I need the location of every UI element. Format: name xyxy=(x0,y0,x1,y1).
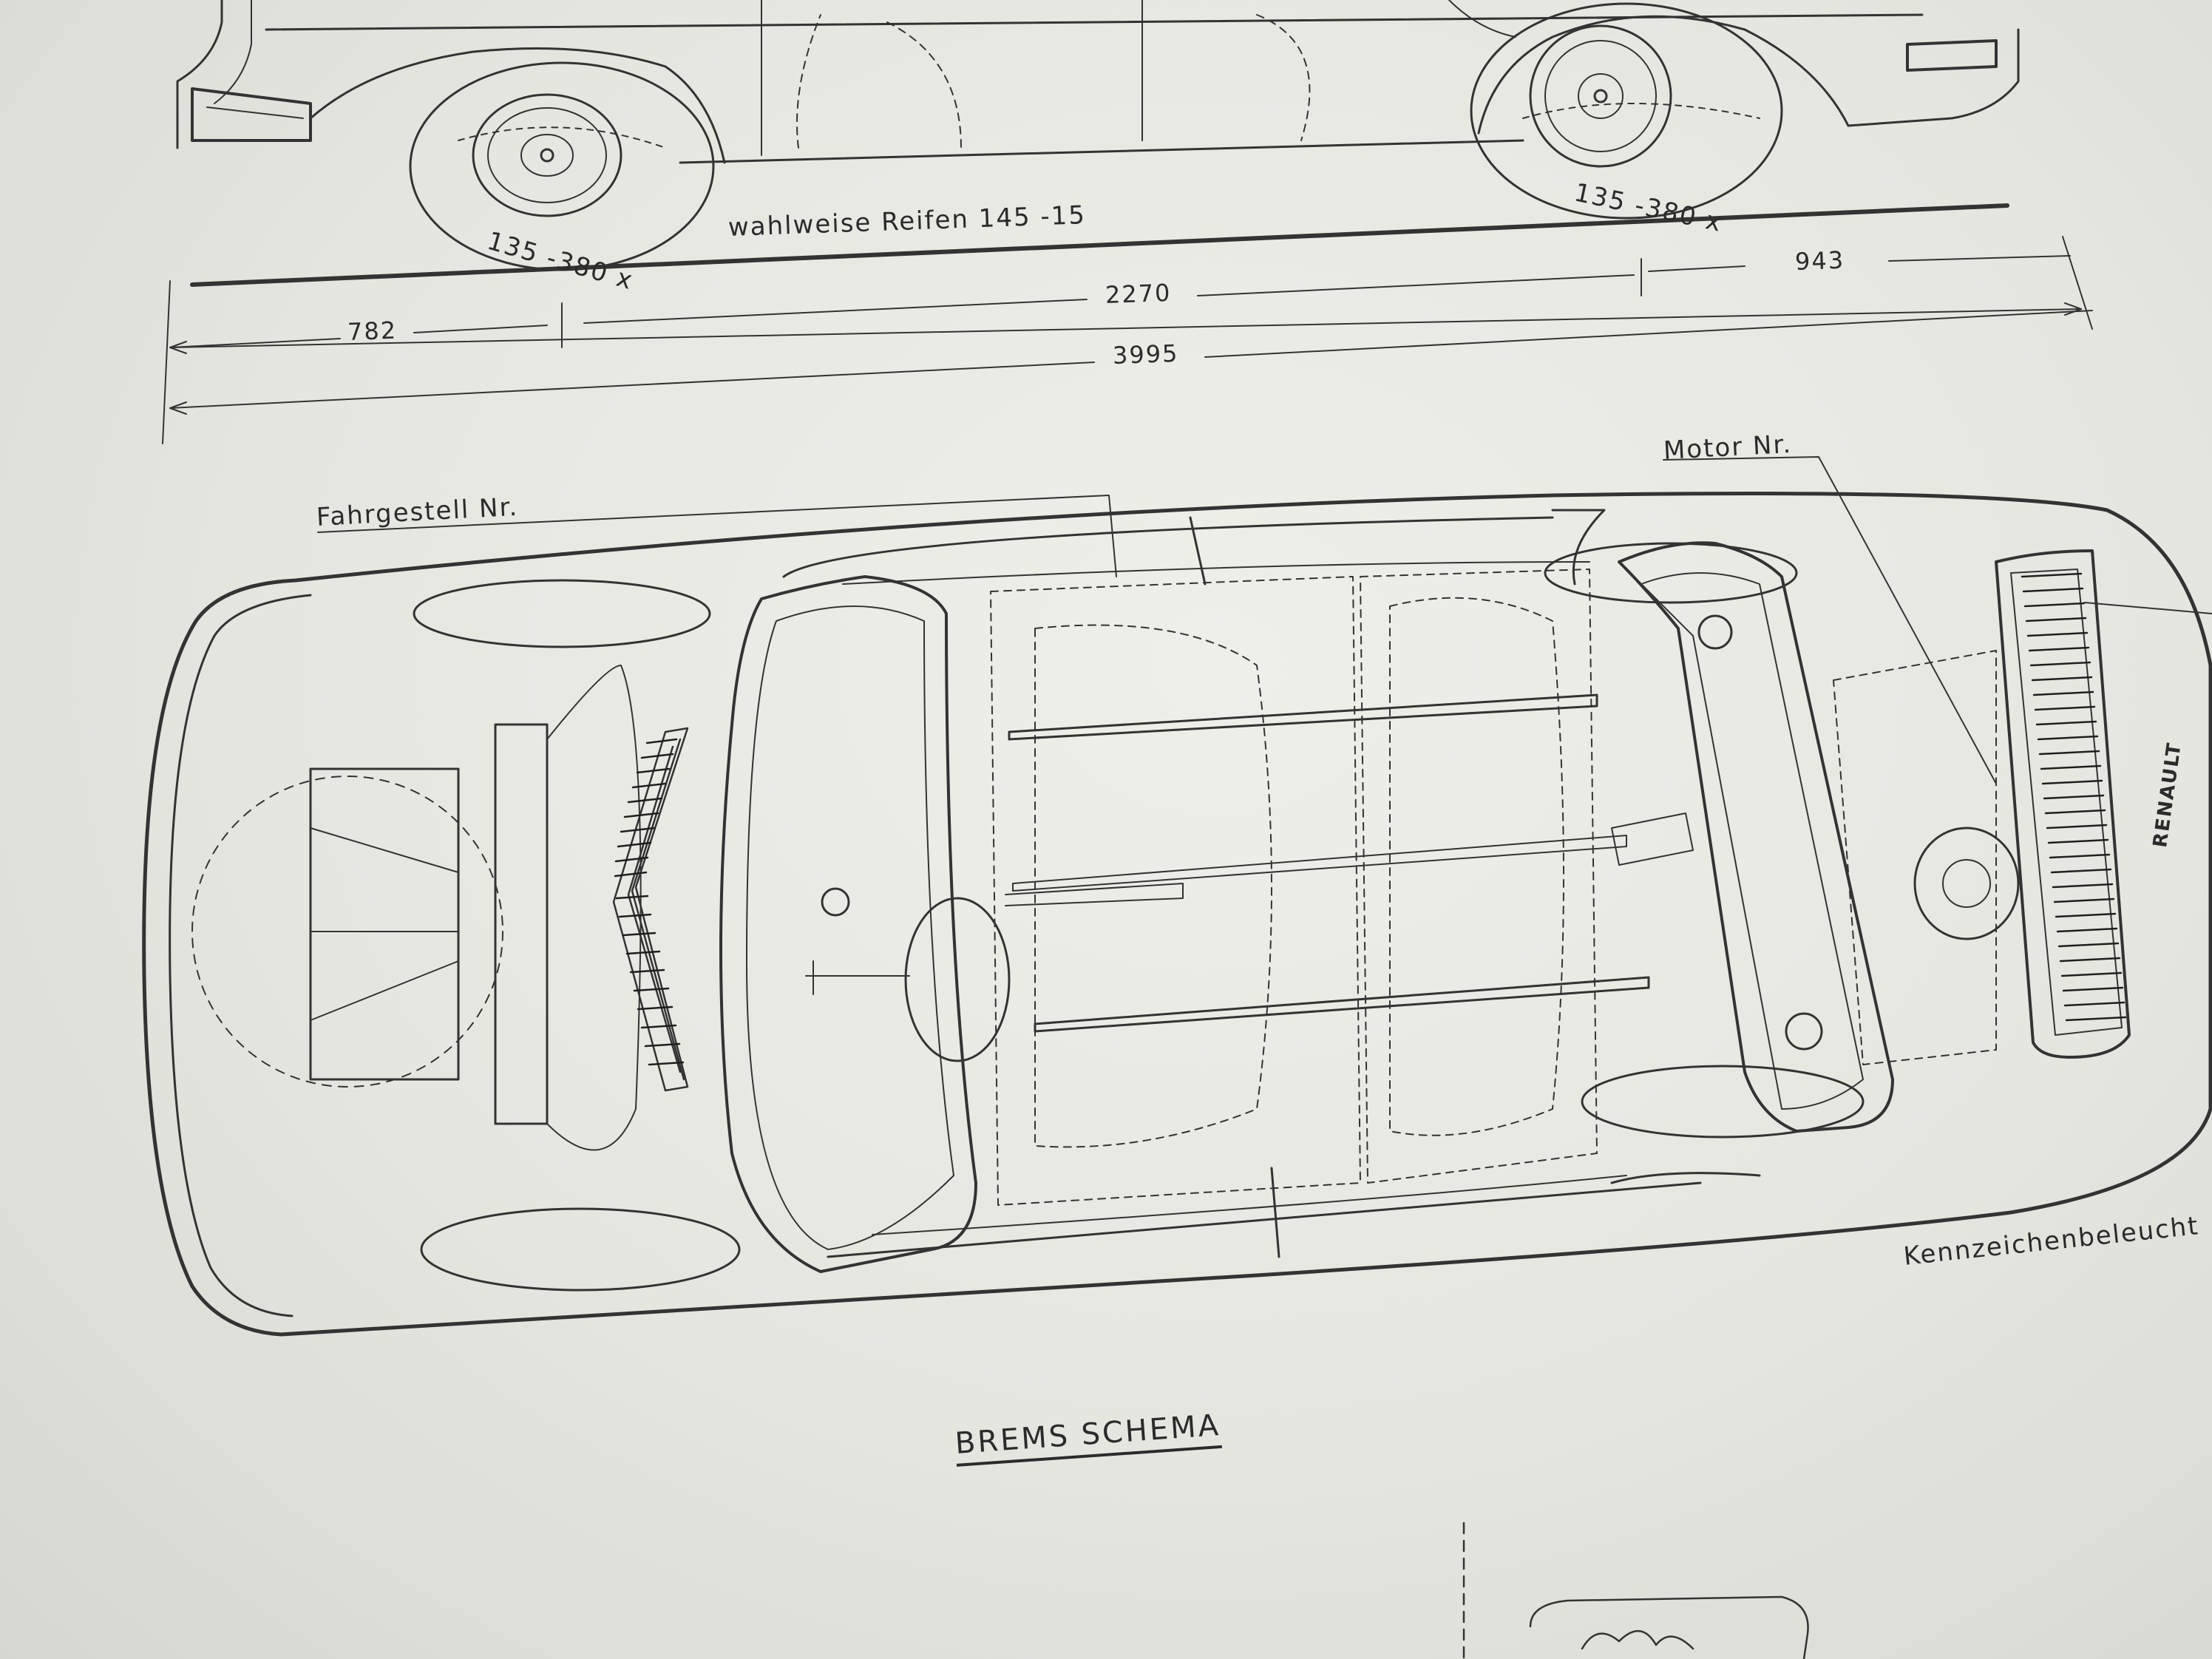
overall-length-dimension: 3995 xyxy=(1112,339,1180,370)
ground-line xyxy=(190,203,2009,287)
rear-overhang-dimension: 943 xyxy=(1794,245,1845,276)
wheelbase-dimension: 2270 xyxy=(1105,278,1173,309)
rear-grille xyxy=(1995,549,2131,1059)
front-wheel-drawing xyxy=(409,61,715,271)
dimension-lines xyxy=(162,236,2093,444)
interior-dashed xyxy=(990,569,1598,1206)
grille-hatching xyxy=(614,572,2127,1066)
front-overhang-dimension: 782 xyxy=(347,316,398,346)
top-view-car xyxy=(142,456,2212,1337)
front-grille xyxy=(612,727,689,1092)
side-view-car xyxy=(176,0,2020,164)
brems-schema-fragment xyxy=(1462,1521,1809,1659)
rear-wheel-drawing xyxy=(1470,2,1783,220)
